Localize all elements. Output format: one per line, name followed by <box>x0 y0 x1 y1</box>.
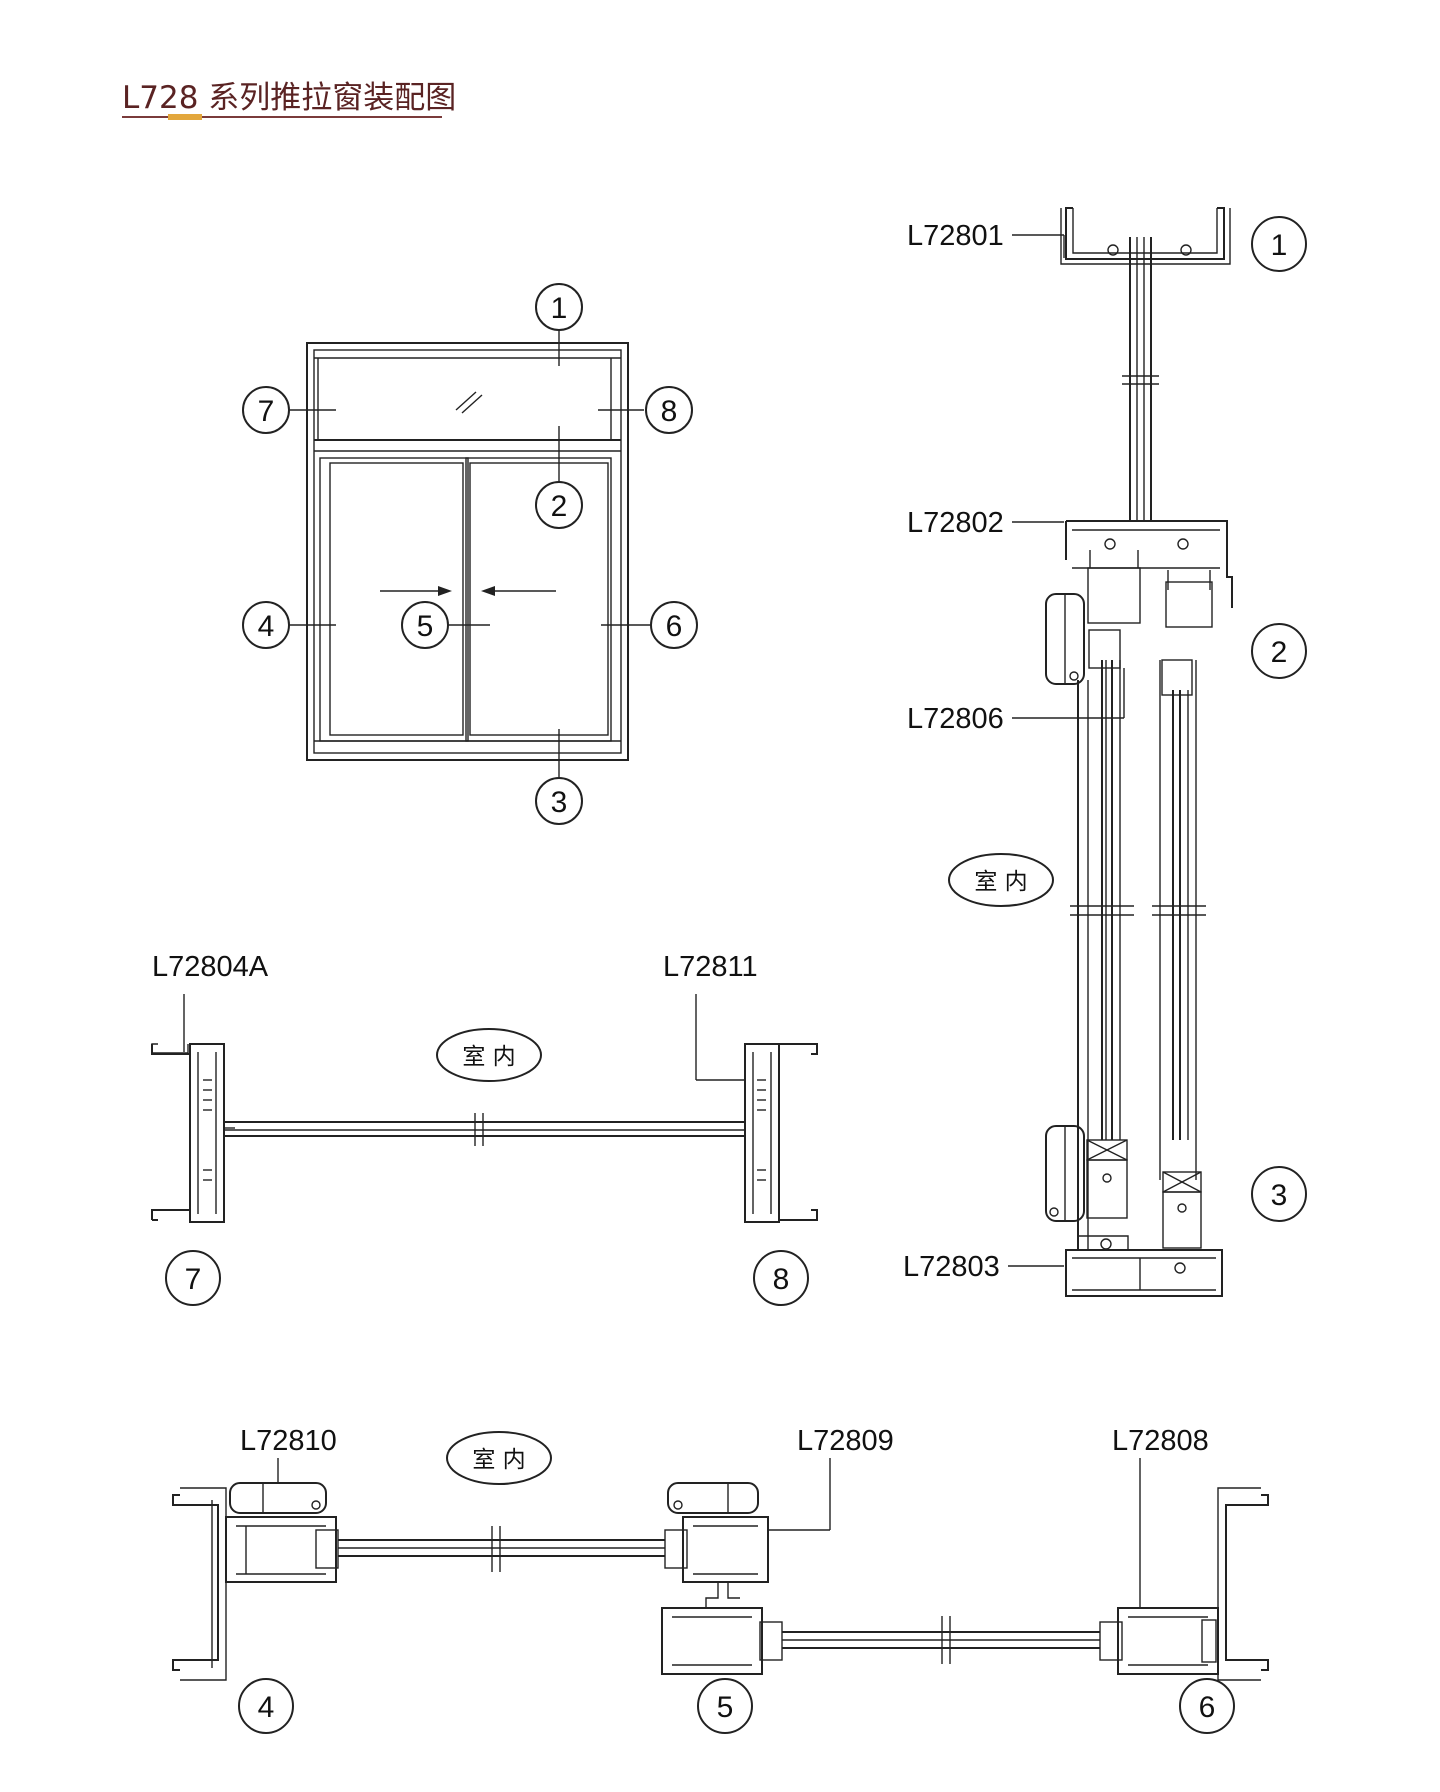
marker-7: 7 <box>242 386 290 434</box>
svg-text:1: 1 <box>551 292 568 325</box>
svg-text:2: 2 <box>551 490 568 523</box>
title-block: L728 系列推拉窗装配图 <box>122 72 457 120</box>
fixed-section-labels: L72804A L72811 室 内 7 8 <box>152 951 809 1306</box>
horizontal-section-labels: L72810 L72809 L72808 室 内 4 5 6 <box>238 1425 1235 1734</box>
marker-8: 8 <box>645 386 693 434</box>
vertical-section <box>1008 207 1233 1297</box>
indoor-label-bottom: 室 内 <box>446 1431 552 1485</box>
page-title: L728 系列推拉窗装配图 <box>122 80 457 116</box>
label-L72811: L72811 <box>663 951 758 983</box>
indoor-label-vertical: 室 内 <box>948 853 1054 907</box>
svg-text:4: 4 <box>258 610 275 643</box>
marker-3: 3 <box>535 777 583 825</box>
label-L72810: L72810 <box>240 1425 337 1457</box>
marker-6: 6 <box>650 601 698 649</box>
horizontal-section-4-5-6 <box>172 1458 1269 1681</box>
marker-8-section: 8 <box>753 1250 809 1306</box>
svg-text:7: 7 <box>185 1263 202 1296</box>
marker-2: 2 <box>535 481 583 529</box>
marker-4: 4 <box>242 601 290 649</box>
marker-1-section: 1 <box>1251 216 1307 272</box>
svg-text:8: 8 <box>773 1263 790 1296</box>
marker-1: 1 <box>535 283 583 331</box>
title-underline <box>122 116 442 118</box>
svg-text:室 内: 室 内 <box>472 1447 525 1473</box>
vertical-section-labels: L72801 L72802 L72806 L72803 1 2 3 室 内 <box>903 216 1307 1283</box>
label-L72803: L72803 <box>903 1251 1000 1283</box>
marker-6-section: 6 <box>1179 1678 1235 1734</box>
marker-7-section: 7 <box>165 1250 221 1306</box>
label-L72804A: L72804A <box>152 951 269 983</box>
label-L72808: L72808 <box>1112 1425 1209 1457</box>
window-elevation <box>288 330 651 777</box>
label-L72809: L72809 <box>797 1425 894 1457</box>
svg-text:1: 1 <box>1271 229 1288 262</box>
svg-text:6: 6 <box>1199 1691 1216 1724</box>
svg-text:室 内: 室 内 <box>974 869 1027 895</box>
marker-5: 5 <box>401 601 449 649</box>
svg-text:3: 3 <box>551 786 568 819</box>
svg-text:5: 5 <box>717 1691 734 1724</box>
svg-text:6: 6 <box>666 610 683 643</box>
svg-text:7: 7 <box>258 395 275 428</box>
fixed-section-7-8 <box>151 994 818 1223</box>
marker-3-section: 3 <box>1251 1166 1307 1222</box>
svg-text:2: 2 <box>1271 636 1288 669</box>
marker-2-section: 2 <box>1251 623 1307 679</box>
svg-text:8: 8 <box>661 395 678 428</box>
svg-text:室 内: 室 内 <box>462 1044 515 1070</box>
svg-text:3: 3 <box>1271 1179 1288 1212</box>
elevation-markers: 1 7 8 2 4 5 6 3 <box>242 283 698 825</box>
label-L72806: L72806 <box>907 703 1004 735</box>
label-L72802: L72802 <box>907 507 1004 539</box>
svg-text:4: 4 <box>258 1691 275 1724</box>
title-accent-bar <box>168 114 202 120</box>
label-L72801: L72801 <box>907 220 1004 252</box>
svg-text:5: 5 <box>417 610 434 643</box>
indoor-label-middle: 室 内 <box>436 1028 542 1082</box>
marker-5-section: 5 <box>697 1678 753 1734</box>
marker-4-section: 4 <box>238 1678 294 1734</box>
